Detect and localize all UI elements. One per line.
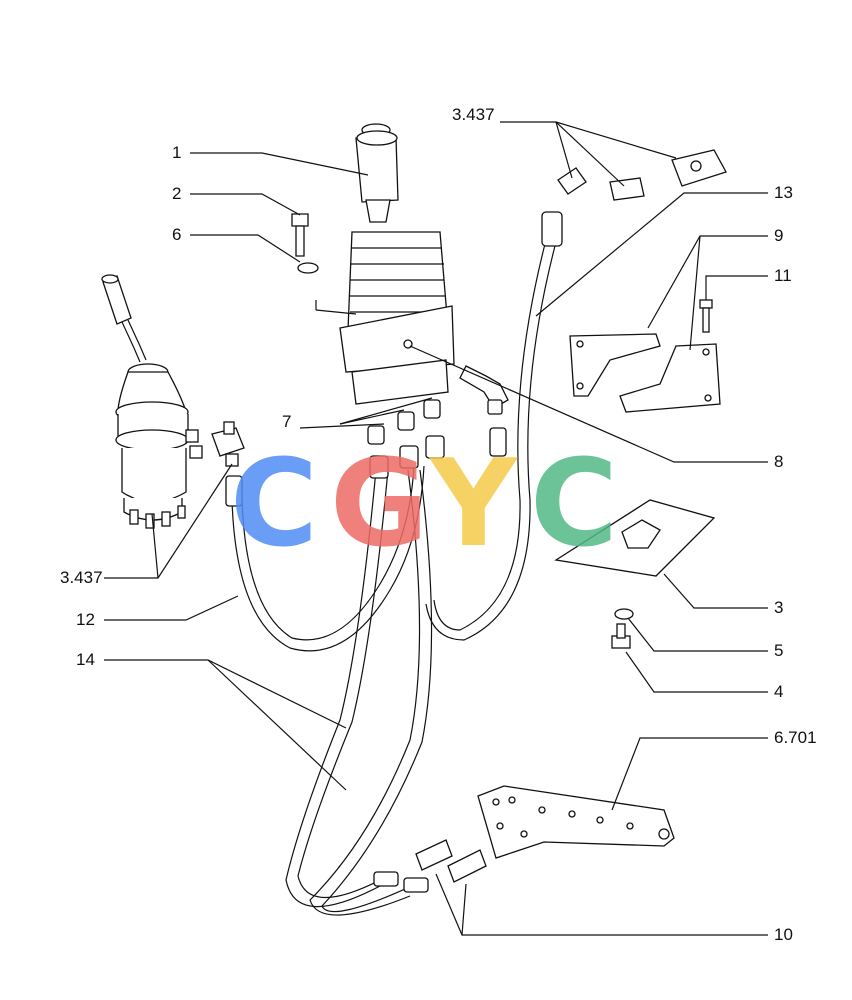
watermark-cgyc: C G Y C: [230, 435, 618, 574]
callout-9: 9: [774, 226, 783, 245]
fittings-7: [367, 399, 441, 445]
callout-3437-left: 3.437: [60, 568, 103, 587]
left-joystick-valve: [101, 274, 245, 529]
callout-labels: 1 2 6 3.437 13 9 11 7 8 3.437 3 5 4 12 1…: [60, 105, 817, 944]
watermark-letter-2: G: [330, 435, 429, 574]
callout-1: 1: [172, 143, 181, 162]
callout-6701: 6.701: [774, 728, 817, 747]
watermark-letter-1: C: [230, 435, 318, 574]
main-joystick-lever: [315, 123, 455, 405]
plate-3: [554, 499, 716, 577]
watermark-letter-3: Y: [428, 435, 519, 574]
washer-6: [297, 262, 319, 274]
screw-11: [699, 299, 713, 333]
watermark-letter-4: C: [530, 435, 618, 574]
hose-13: [425, 211, 563, 641]
leader-lines: [104, 121, 768, 936]
callout-10: 10: [774, 925, 793, 944]
hoses-14: [285, 427, 507, 916]
washer-5: [614, 608, 634, 620]
callout-7: 7: [282, 412, 291, 431]
callout-5: 5: [774, 641, 783, 660]
callout-13: 13: [774, 183, 793, 202]
callout-14: 14: [76, 650, 95, 669]
callout-2: 2: [172, 184, 181, 203]
fittings-3437-top: [557, 149, 727, 201]
callout-3437-top: 3.437: [452, 105, 495, 124]
callout-6: 6: [172, 225, 181, 244]
callout-11: 11: [774, 266, 792, 285]
elbow-fitting-8: [459, 365, 509, 415]
callout-4: 4: [774, 682, 783, 701]
bracket-6701: [477, 785, 675, 859]
bolt-2: [291, 213, 309, 257]
callout-3: 3: [774, 598, 783, 617]
callout-12: 12: [76, 610, 95, 629]
hose-12: [225, 465, 425, 652]
fittings-10: [373, 839, 487, 893]
bolt-4: [611, 623, 631, 649]
callout-8: 8: [774, 452, 783, 471]
bracket-9: [569, 333, 721, 413]
